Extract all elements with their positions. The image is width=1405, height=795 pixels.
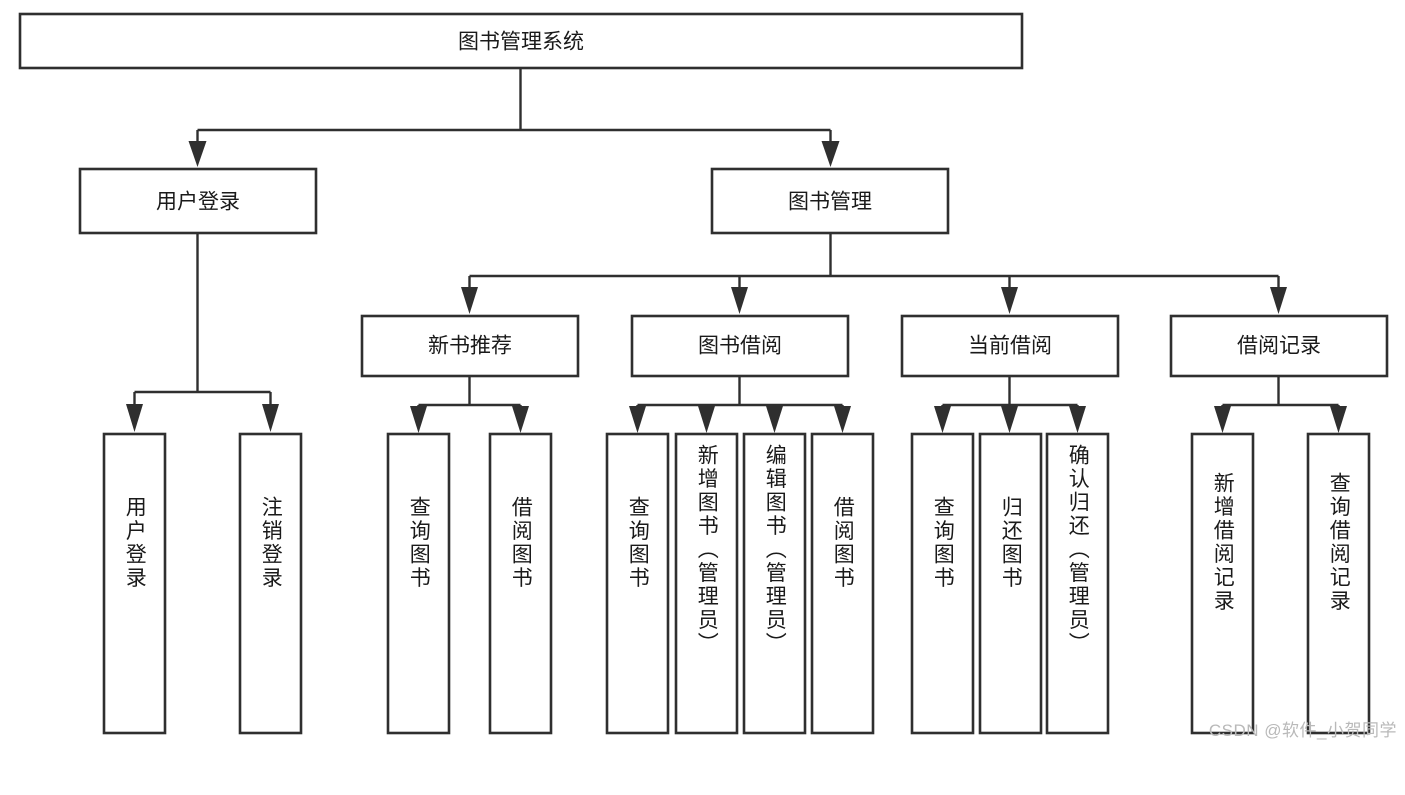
connector-group-user-login xyxy=(126,233,279,432)
arrowhead-borrow-record xyxy=(1270,287,1287,314)
node-user-login[interactable] xyxy=(78,167,318,235)
arrowhead-leaf-user-login xyxy=(126,404,143,432)
leaf-box-user-login-logout[interactable] xyxy=(238,432,303,735)
arrowhead-user-login xyxy=(188,141,207,167)
leaf-box-br-query-record[interactable] xyxy=(1306,432,1371,735)
arrowhead-book-mgmt xyxy=(821,141,840,167)
leaf-box-user-login-login[interactable] xyxy=(102,432,167,735)
arrowhead-nb-leaf2 xyxy=(512,406,529,433)
connector-group-book-borrow xyxy=(629,376,851,433)
arrowhead-current-borrow xyxy=(1001,287,1018,314)
arrowhead-cb-leaf1 xyxy=(934,406,951,433)
connector-group-root xyxy=(188,69,840,167)
arrowhead-bb-leaf2 xyxy=(698,406,715,433)
node-new-book-recommend[interactable] xyxy=(360,314,580,378)
arrowhead-bb-leaf3 xyxy=(766,406,783,433)
node-book-management[interactable] xyxy=(710,167,950,235)
arrowhead-cb-leaf3 xyxy=(1069,406,1086,433)
node-book-borrow-label: 图书借阅 xyxy=(698,335,782,358)
arrowhead-bb-leaf1 xyxy=(629,406,646,433)
node-borrow-record-label: 借阅记录 xyxy=(1237,335,1321,358)
connector-group-new-book xyxy=(410,376,529,433)
connector-group-current-borrow xyxy=(934,376,1086,433)
leaf-box-cb-return-book[interactable] xyxy=(978,432,1043,735)
node-current-borrow[interactable] xyxy=(900,314,1120,378)
leaf-box-br-add-record[interactable] xyxy=(1190,432,1255,735)
leaf-box-cb-query-book[interactable] xyxy=(910,432,975,735)
node-root-label: 图书管理系统 xyxy=(458,31,584,54)
connector-group-borrow-record xyxy=(1214,376,1347,433)
diagram-canvas-root: 图书管理系统 用户登录 图书管理 新书推荐 图书借阅 当前借阅 借阅记录 xyxy=(18,12,1397,740)
leaf-box-cb-confirm-return[interactable] xyxy=(1045,432,1110,735)
node-root-book-management-system[interactable] xyxy=(18,12,1024,70)
leaf-box-nb-borrow-book[interactable] xyxy=(488,432,553,735)
leaf-box-bb-edit-book[interactable] xyxy=(742,432,807,735)
arrowhead-new-book-recommend xyxy=(461,287,478,314)
arrowhead-nb-leaf1 xyxy=(410,406,427,433)
node-current-borrow-label: 当前借阅 xyxy=(968,335,1052,358)
arrowhead-cb-leaf2 xyxy=(1001,406,1018,433)
leaf-box-nb-query-book[interactable] xyxy=(386,432,451,735)
connector-group-book-mgmt xyxy=(461,233,1287,314)
node-book-borrow[interactable] xyxy=(630,314,850,378)
flowchart-svg: 图书管理系统 用户登录 图书管理 新书推荐 图书借阅 当前借阅 借阅记录 xyxy=(18,12,1389,735)
arrowhead-leaf-logout xyxy=(262,404,279,432)
arrowhead-bb-leaf4 xyxy=(834,406,851,433)
node-borrow-record[interactable] xyxy=(1169,314,1389,378)
arrowhead-book-borrow xyxy=(731,287,748,314)
arrowhead-br-leaf1 xyxy=(1214,406,1231,433)
node-user-login-label: 用户登录 xyxy=(156,191,240,214)
node-book-management-label: 图书管理 xyxy=(788,191,872,214)
csdn-watermark: CSDN @软件_小贺同学 xyxy=(1208,721,1397,740)
node-new-book-recommend-label: 新书推荐 xyxy=(428,335,512,358)
leaf-box-bb-query-book[interactable] xyxy=(605,432,670,735)
leaf-box-bb-add-book[interactable] xyxy=(674,432,739,735)
arrowhead-br-leaf2 xyxy=(1330,406,1347,433)
leaf-box-bb-borrow-book[interactable] xyxy=(810,432,875,735)
